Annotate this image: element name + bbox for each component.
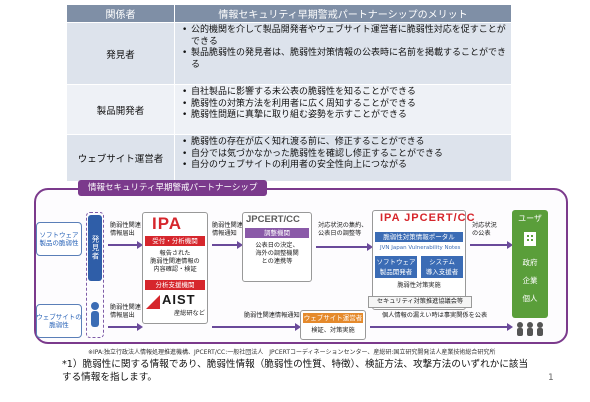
report-bottom-label: 脆弱性関連 情報届出 (110, 304, 141, 319)
software-developer-badge: ソフトウェア 製品開発者 (375, 256, 417, 278)
bottom-notify-arrow (212, 323, 301, 331)
table-row: 製品開発者 自社製品に影響する未公表の脆弱性を知ることができる 脆弱性の対策方法… (66, 84, 512, 135)
jpcert-description: 公表日の決定、 海外の調整機関 との連携等 (255, 242, 299, 265)
aist-emblem-icon (146, 294, 160, 309)
jpcert-badge: 調整機関 (245, 228, 309, 238)
software-vuln-box (36, 222, 82, 256)
portal-badge: 脆弱性対策情報ポータル (375, 232, 463, 242)
personal-info-arrow (370, 323, 513, 331)
header-merits: 情報セキュリティ早期警戒パートナーシップのメリット (174, 4, 512, 23)
portal-logo: IPA JPCERT/CC (380, 212, 476, 224)
countermeasure-label: 脆弱性対策実施 (397, 282, 441, 289)
website-vuln-label: ウェブサイトの 脆弱性 (36, 313, 82, 329)
report-bottom-arrow (108, 323, 143, 331)
note-1: *1）脆弱性に関する情報であり、脆弱性情報（脆弱性の性質、特徴）、検証方法、攻撃… (62, 359, 529, 383)
council-label: セキュリティ対策推進協議会等 (376, 298, 464, 305)
council-box (368, 296, 472, 308)
list-item: 自社製品に影響する未公表の脆弱性を知ることができる (181, 87, 507, 99)
report-top-label: 脆弱性関連 情報届出 (110, 222, 141, 237)
list-item: 脆弱性の存在が広く知れ渡る前に、修正することができる (181, 137, 507, 149)
role-website-operator: ウェブサイト運営者 (66, 134, 175, 182)
web-operator-description: 検証、対策実施 (311, 327, 355, 334)
list-item: 脆弱性問題に真摯に取り組む姿勢を示すことができる (181, 110, 507, 122)
user-enterprise: 企業 (522, 276, 538, 285)
list-item: 脆弱性の対策方法を利用者に広く周知することができる (181, 99, 507, 111)
jvn-label: JVN Japan Vulnerability Notes (380, 245, 461, 251)
user-individual: 個人 (522, 294, 538, 303)
personal-info-label: 個人情報の漏えい時は事実関係を公表 (382, 312, 488, 319)
support-badge: 分析支援機関 (145, 280, 205, 290)
aist-logo: AIST (162, 292, 196, 307)
user-group-icon (512, 320, 548, 336)
page-number: 1 (548, 373, 554, 383)
report-top-arrow (108, 241, 143, 249)
merits-table: 関係者 情報セキュリティ早期警戒パートナーシップのメリット 発見者 公的機関を介… (66, 4, 512, 182)
role-developer: 製品開発者 (66, 84, 175, 135)
list-item: 自分のウェブサイトの利用者の安全性向上につながる (181, 160, 507, 172)
user-government: 政府 (522, 258, 538, 267)
diagram-title: 情報セキュリティ早期警戒パートナーシップ (78, 180, 268, 196)
system-integrator-badge: システム 導入支援者 (421, 256, 463, 278)
ipa-box (142, 212, 208, 324)
finder-person-icon (89, 300, 101, 334)
coordination-label: 対応状況の集約、 公表日の調整等 (318, 222, 368, 237)
website-vuln-box (36, 304, 82, 338)
user-column (512, 210, 548, 318)
notify-1-arrow (212, 241, 243, 249)
finder-dashed-box (86, 212, 104, 338)
abbreviation-footnote: ※IPA:独立行政法人情報処理推進機構、JPCERT/CC:一般社団法人 JPC… (88, 349, 496, 356)
finder-label: 発見者 (88, 215, 102, 281)
coordination-arrow (316, 243, 373, 251)
publish-arrow (470, 241, 513, 249)
user-label: ユーザ (518, 214, 542, 223)
list-item: 自分では気づかなかった脆弱性を確認し修正することができる (181, 149, 507, 161)
jpcert-logo: JPCERT/CC (246, 214, 300, 225)
bottom-notify-label: 脆弱性関連情報通知 (244, 312, 300, 319)
list-item: 公的機関を介して製品開発者やウェブサイト運営者に脆弱性対応を促すことができる (181, 25, 507, 48)
list-item: 製品脆弱性の発見者は、脆弱性対策情報の公表時に名前を掲載することができる (181, 48, 507, 71)
jpcert-box (242, 212, 312, 282)
table-row: ウェブサイト運営者 脆弱性の存在が広く知れ渡る前に、修正することができる 自分で… (66, 134, 512, 182)
table-row: 発見者 公的機関を介して製品開発者やウェブサイト運営者に脆弱性対応を促すことがで… (66, 22, 512, 85)
publish-label: 対応状況 の公表 (472, 222, 497, 237)
ipa-badge: 受付・分析機関 (145, 236, 205, 246)
role-finder: 発見者 (66, 22, 175, 85)
ipa-logo: IPA (152, 214, 183, 233)
web-operator-badge: ウェブサイト運営者 (303, 313, 363, 323)
building-icon (520, 230, 540, 246)
aist-sub-label: 産総研など (174, 310, 205, 317)
software-vuln-label: ソフトウェア 製品の脆弱性 (39, 231, 79, 247)
notify-1-label: 脆弱性関連 情報通知 (212, 222, 243, 237)
header-stakeholder: 関係者 (66, 4, 175, 23)
ipa-description: 報告された 脆弱性関連情報の 内容確認・検証 (150, 250, 200, 273)
